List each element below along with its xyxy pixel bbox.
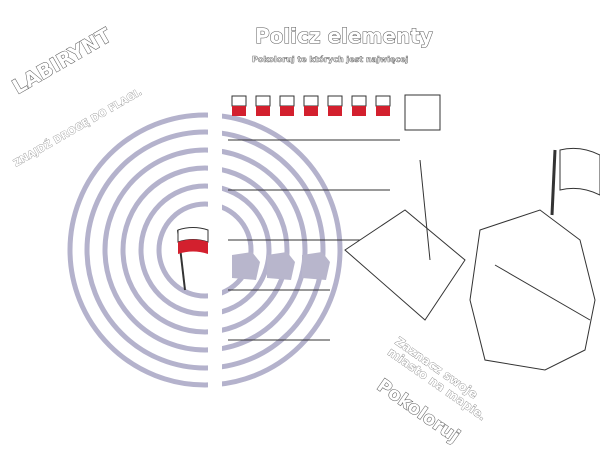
flag-drawing bbox=[550, 147, 600, 216]
maze-flag bbox=[177, 227, 209, 291]
counting-grid bbox=[228, 94, 441, 341]
count-subtitle: Pokoloruj te których jest najwięcej bbox=[252, 55, 409, 65]
flag-row bbox=[231, 95, 391, 116]
map-shapes-row bbox=[232, 252, 330, 280]
count-title: Policz elementy bbox=[255, 24, 434, 49]
poland-map bbox=[469, 209, 596, 371]
castle-drawing bbox=[344, 159, 466, 321]
maze bbox=[67, 112, 343, 388]
